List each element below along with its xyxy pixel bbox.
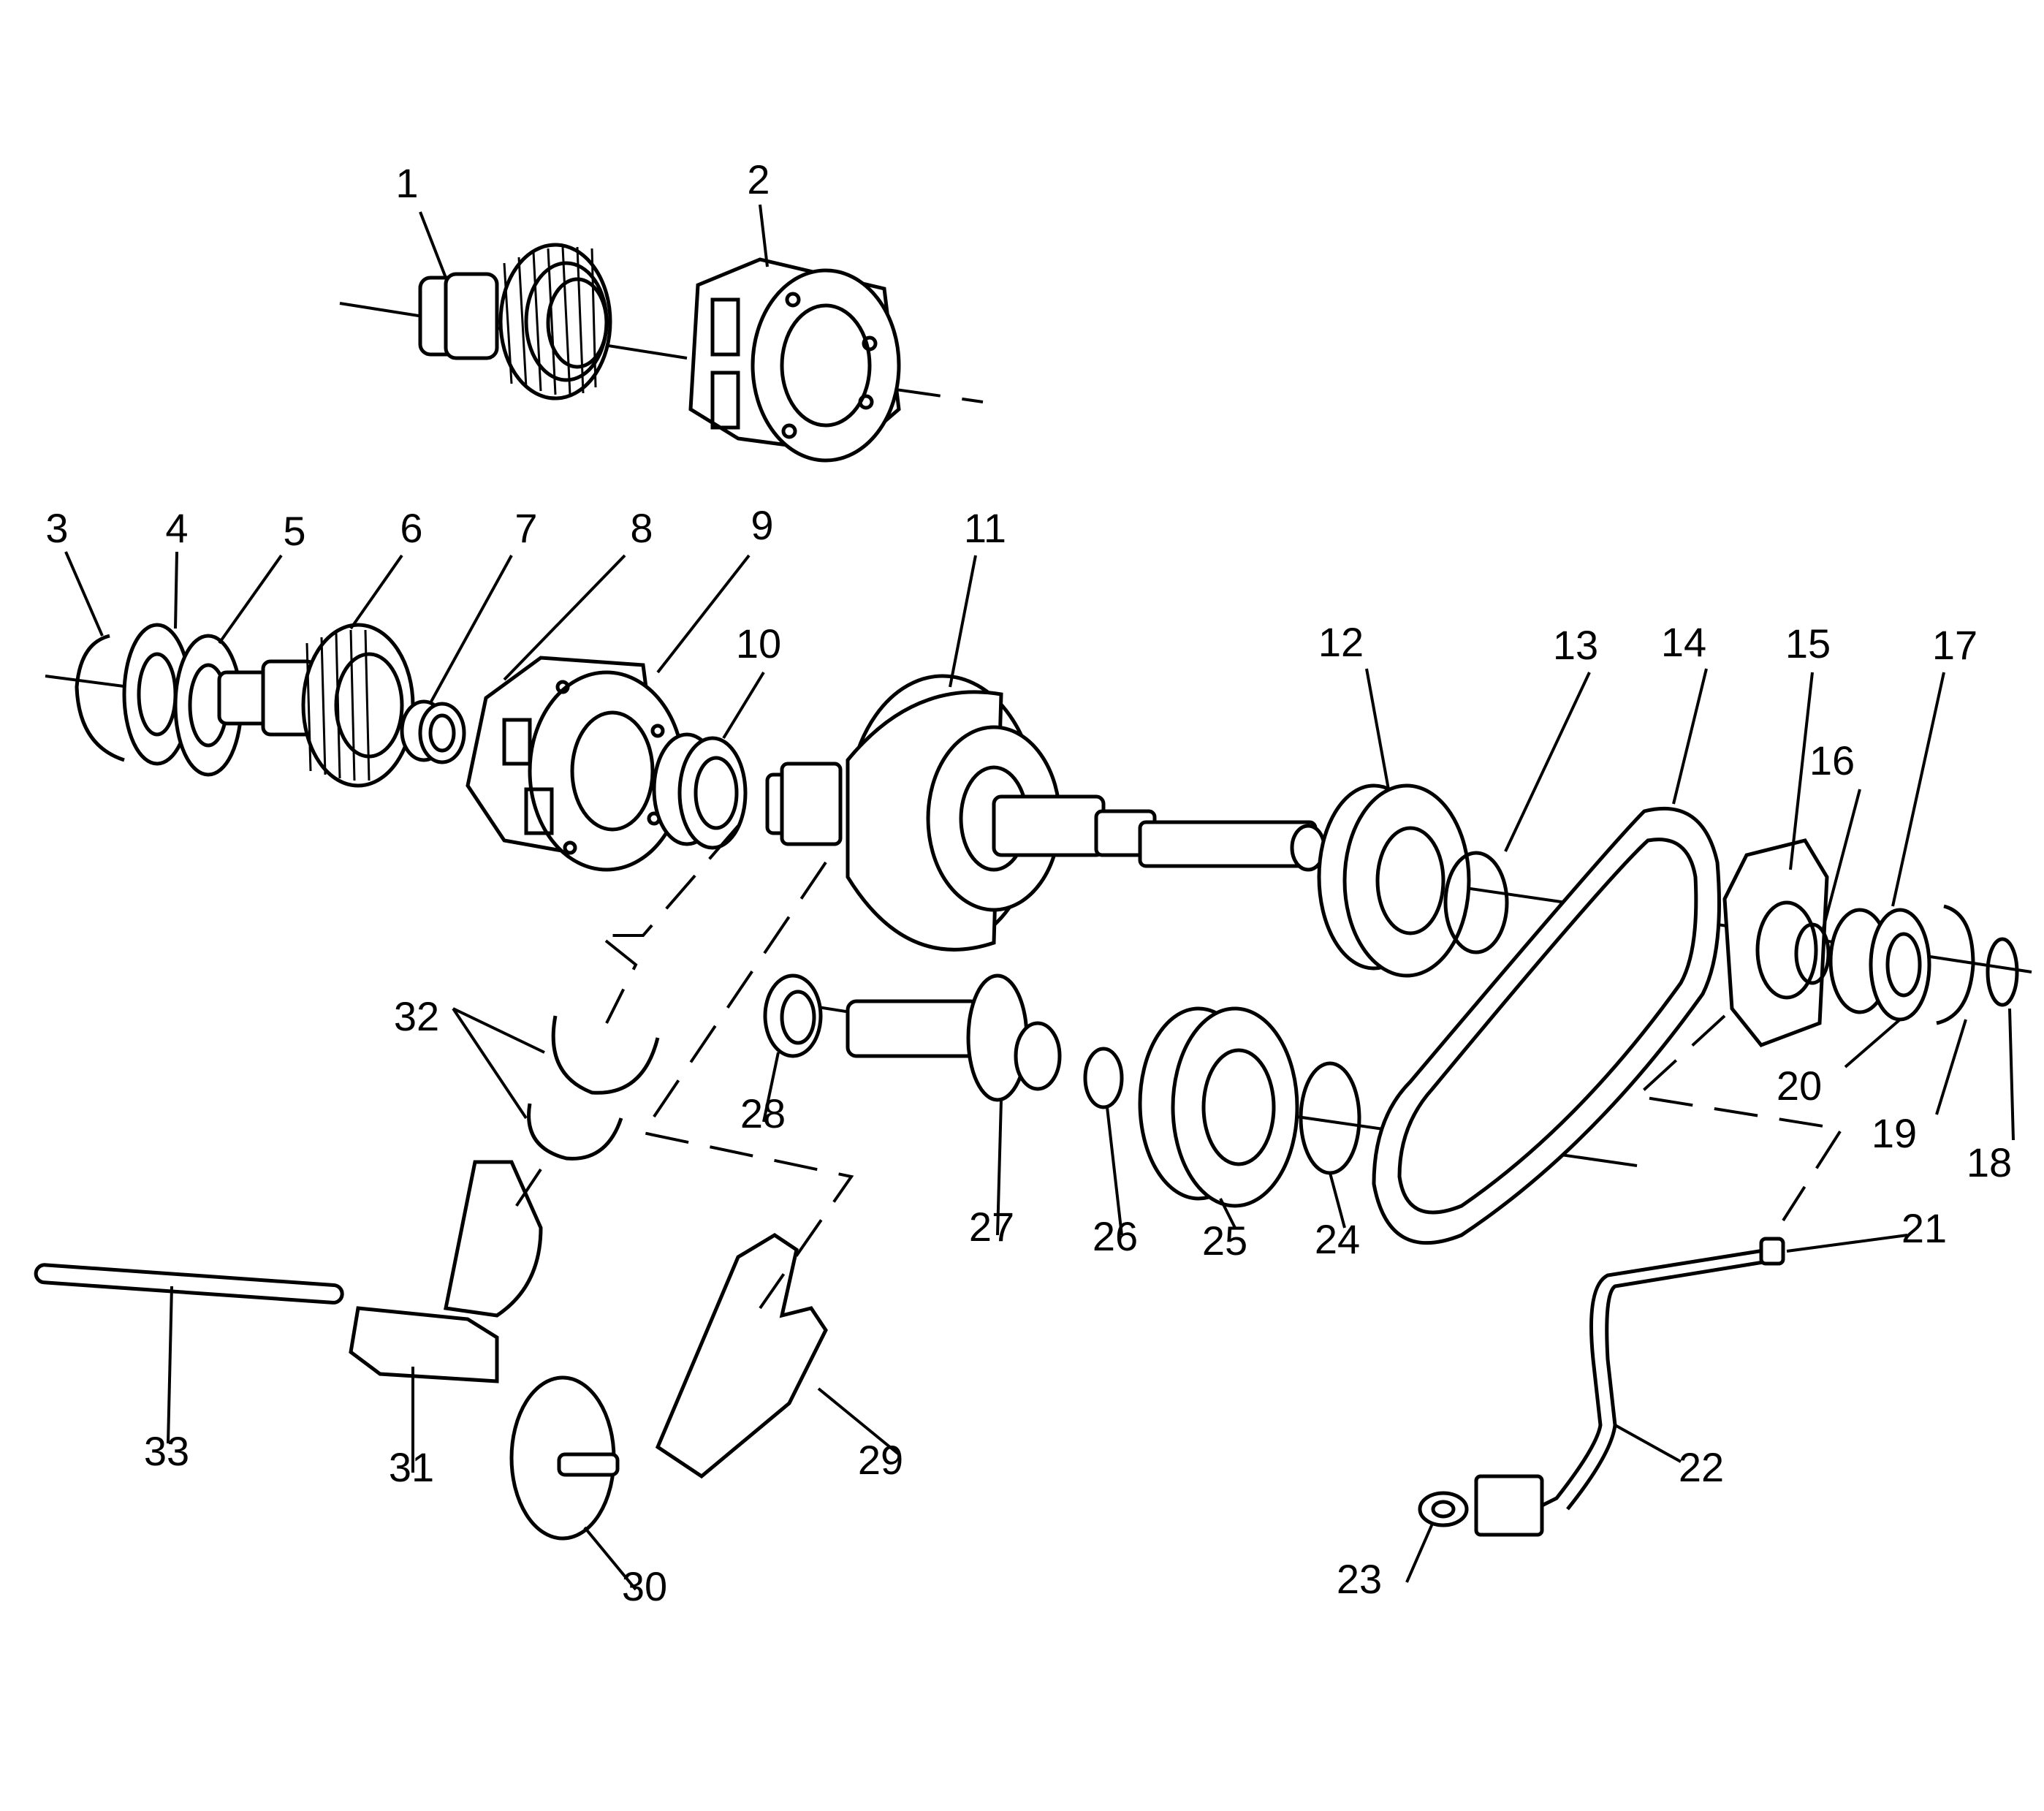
part-18-retaining-ring — [1986, 937, 2019, 1007]
callout-24: 24 — [1315, 1216, 1360, 1262]
callout-8: 8 — [630, 505, 653, 551]
callout-15: 15 — [1785, 620, 1831, 667]
part-27-front-output-shaft — [846, 973, 1062, 1102]
part-25-driven-sprocket — [1138, 1006, 1299, 1208]
callout-32: 32 — [394, 993, 439, 1039]
callout-4: 4 — [165, 505, 188, 551]
callout-13: 13 — [1553, 622, 1598, 668]
callout-7: 7 — [514, 505, 537, 551]
part-11-output-shaft-drum — [765, 674, 1326, 952]
part-26-snap-ring — [1083, 1047, 1124, 1109]
part-30-shift-cam — [509, 1375, 620, 1541]
part-32-fork-pads — [527, 1015, 660, 1161]
part-22-tube — [1526, 1248, 1773, 1515]
callout-20: 20 — [1777, 1063, 1822, 1109]
reference-dashed-lines — [510, 824, 1844, 1310]
part-21-fitting — [1759, 1237, 1785, 1266]
callout-14: 14 — [1661, 619, 1706, 665]
leader-lines — [64, 204, 2015, 1591]
part-7-bearing — [400, 699, 466, 764]
callout-21: 21 — [1901, 1205, 1947, 1251]
callout-18: 18 — [1967, 1139, 2012, 1185]
part-8-9-carrier-assembly — [466, 656, 685, 872]
callout-23: 23 — [1337, 1556, 1382, 1602]
part-31-shift-fork — [349, 1160, 543, 1383]
callout-11: 11 — [964, 505, 1006, 551]
callout-10: 10 — [736, 620, 781, 667]
callout-6: 6 — [400, 505, 422, 551]
part-3-snap-ring — [75, 634, 125, 762]
part-12-drive-sprocket — [1317, 783, 1471, 978]
part-1-pinion-gear — [418, 243, 612, 400]
callout-2: 2 — [747, 156, 770, 202]
part-13-snap-ring — [1443, 851, 1509, 954]
callout-26: 26 — [1093, 1213, 1138, 1259]
part-14-drive-chain — [1372, 806, 1721, 1245]
part-17-20-bearing — [1828, 908, 1931, 1022]
callout-30: 30 — [622, 1563, 667, 1609]
callout-5: 5 — [283, 508, 305, 554]
callout-12: 12 — [1318, 619, 1364, 665]
callout-29: 29 — [858, 1437, 903, 1483]
part-29-shift-lever — [655, 1233, 828, 1479]
part-28-sleeve — [763, 973, 823, 1058]
part-2-planet-carrier — [688, 257, 901, 463]
part-19-snap-ring — [1936, 904, 1975, 1025]
callout-1: 1 — [395, 160, 418, 206]
part-16-oring — [1794, 922, 1831, 985]
callout-27: 27 — [969, 1204, 1014, 1250]
part-33-shift-rail — [34, 1263, 344, 1305]
callout-3: 3 — [45, 505, 68, 551]
part-10-bearing — [652, 732, 748, 850]
callout-28: 28 — [740, 1090, 786, 1136]
callout-9: 9 — [751, 502, 773, 548]
callout-33: 33 — [144, 1428, 189, 1474]
callout-25: 25 — [1202, 1218, 1247, 1264]
part-15-cover-plate — [1722, 838, 1829, 1047]
callout-19: 19 — [1872, 1110, 1917, 1156]
part-6-sun-gear — [217, 623, 415, 788]
part-23-bracket — [1418, 1474, 1544, 1537]
callout-22: 22 — [1679, 1444, 1724, 1490]
callout-labels: 1 2 3 4 5 6 7 8 9 10 11 12 13 14 15 16 1… — [45, 156, 2012, 1609]
callout-31: 31 — [389, 1444, 434, 1490]
callout-17: 17 — [1932, 622, 1977, 668]
callout-16: 16 — [1809, 737, 1855, 783]
